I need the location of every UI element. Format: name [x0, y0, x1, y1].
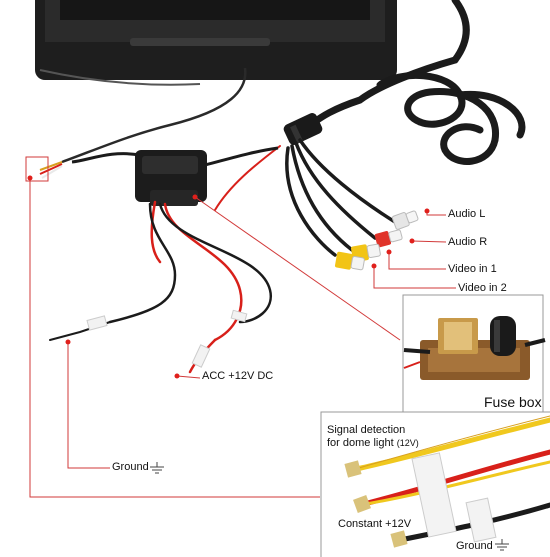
ground-label-inset: Ground — [456, 540, 493, 552]
monitor-cable — [61, 67, 247, 164]
monitor — [35, 0, 397, 86]
ground-icon — [495, 539, 509, 551]
constant-label: Constant +12V — [338, 518, 412, 530]
fuse-box-inset — [402, 294, 546, 414]
ground-icon — [150, 462, 164, 474]
rca-plugs — [334, 210, 419, 271]
acc-label: ACC +12V DC — [202, 370, 274, 382]
signal-detection-line2: for dome light — [327, 437, 394, 449]
coiled-cable — [306, 0, 526, 165]
signal-detection-label: Signal detection — [327, 424, 406, 436]
signal-detection-sub: for dome light (12V) — [327, 437, 419, 449]
connector-inset — [320, 411, 550, 557]
ground-label-left: Ground — [112, 461, 149, 473]
leader-lines — [29, 178, 456, 498]
video-in-1-label: Video in 1 — [448, 263, 497, 275]
junction-box — [135, 150, 207, 206]
fuse-box-label: Fuse box — [484, 394, 542, 410]
audio-r-label: Audio R — [448, 236, 488, 248]
audio-l-label: Audio L — [448, 208, 486, 220]
signal-detection-volts: (12V) — [396, 438, 419, 448]
video-in-2-label: Video in 2 — [458, 282, 507, 294]
